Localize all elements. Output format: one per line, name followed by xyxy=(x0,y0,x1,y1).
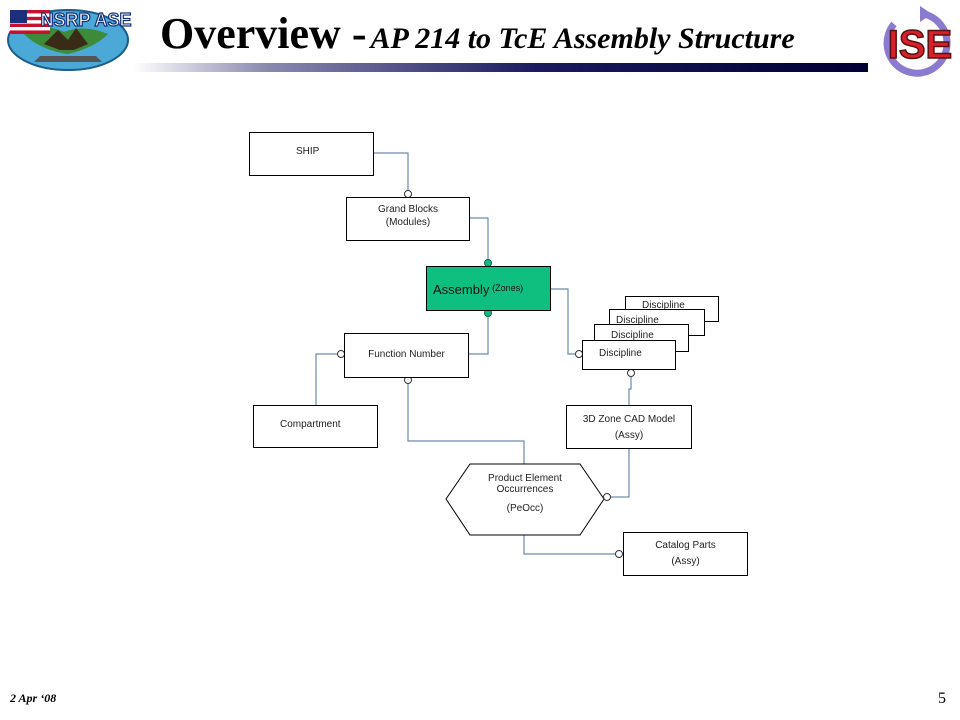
footer-date: 2 Apr ‘08 xyxy=(10,691,57,705)
catalog-parts-label: Catalog Parts xyxy=(655,540,716,551)
nsrp-ase-logo-text: NSRP ASE xyxy=(40,10,131,30)
ship-box: SHIP xyxy=(249,132,374,176)
discipline-label-2: Discipline xyxy=(611,330,654,341)
discipline-box-1: Discipline xyxy=(582,340,676,370)
zone-cad-sub: (Assy) xyxy=(614,430,644,441)
compartment-label: Compartment xyxy=(280,419,341,430)
discipline-label-1: Discipline xyxy=(599,348,642,359)
ise-logo: ISE xyxy=(883,6,953,77)
grand-blocks-label: Grand Blocks xyxy=(377,204,439,215)
catalog-parts-box: Catalog Parts (Assy) xyxy=(623,532,748,576)
ship-label: SHIP xyxy=(296,146,320,157)
function-number-box: Function Number xyxy=(344,333,469,378)
connector-ship-grandblocks xyxy=(374,152,409,191)
ise-logo-text: ISE xyxy=(888,23,952,67)
connector-circle-peocc-right xyxy=(603,493,611,501)
function-number-label: Function Number xyxy=(368,349,445,360)
connector-circle-catalog-left xyxy=(615,550,623,558)
discipline-label-3: Discipline xyxy=(616,315,659,326)
connector-grandblocks-assembly xyxy=(470,217,489,260)
peocc-label-1: Product Element xyxy=(488,473,562,484)
catalog-parts-sub: (Assy) xyxy=(671,556,700,567)
zone-cad-label: 3D Zone CAD Model xyxy=(582,414,676,425)
discipline-label-4: Discipline xyxy=(642,300,685,311)
peocc-text: Product Element Occurrences (PeOcc) xyxy=(462,473,588,514)
page-number: 5 xyxy=(938,690,946,707)
peocc-label-2: Occurrences xyxy=(496,484,554,495)
peocc-label-3: (PeOcc) xyxy=(506,503,544,514)
assembly-label: Assembly xyxy=(433,282,490,297)
nsrp-ase-logo: NSRP ASE xyxy=(7,9,132,71)
connector-assembly-function xyxy=(469,316,489,355)
assembly-zones-label: (Zones) xyxy=(492,283,524,293)
title-underline-bar xyxy=(133,63,868,72)
connector-peocc-catalog xyxy=(523,535,616,555)
peocc-hexagon xyxy=(445,463,605,536)
assembly-box: Assembly (Zones) xyxy=(426,266,551,311)
connector-function-compartment xyxy=(315,353,338,405)
grand-blocks-sub: (Modules) xyxy=(385,217,431,228)
connector-discipline-zonecad xyxy=(628,377,632,405)
connector-function-peocc xyxy=(407,383,525,464)
compartment-box: Compartment xyxy=(253,405,378,448)
connector-assembly-discipline xyxy=(551,288,576,355)
zone-cad-box: 3D Zone CAD Model (Assy) xyxy=(566,405,692,449)
slide-title: Overview - AP 214 to TcE Assembly Struct… xyxy=(160,8,795,59)
us-flag-icon xyxy=(10,10,50,34)
title-subtitle: AP 214 to TcE Assembly Structure xyxy=(370,22,795,55)
connector-circle-discipline-bottom xyxy=(627,369,635,377)
connector-zonecad-peocc xyxy=(610,449,630,498)
grand-blocks-box: Grand Blocks (Modules) xyxy=(346,197,470,241)
title-main: Overview - xyxy=(160,9,367,58)
